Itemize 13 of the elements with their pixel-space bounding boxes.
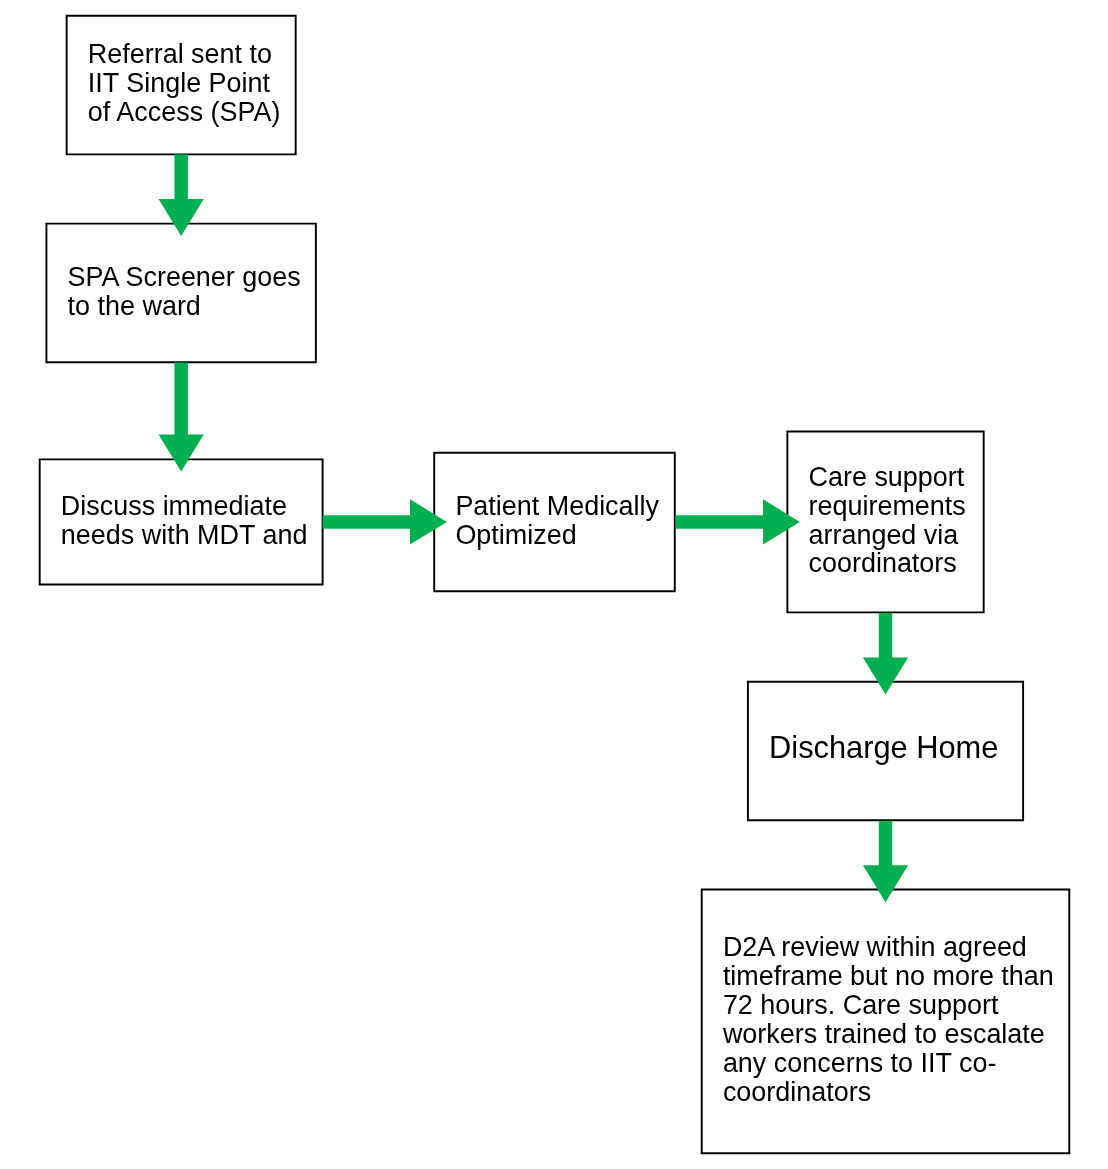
arrow (322, 499, 447, 545)
node-box: Discharge Home (746, 680, 1024, 822)
node-box: SPA Screener goes to the ward (44, 222, 317, 364)
node-box: Discuss immediate needs with MDT and (38, 458, 324, 586)
arrow (158, 154, 204, 236)
node-box: Referral sent to IIT Single Point of Access (SPA) (65, 14, 297, 156)
node-box: Care support requirements arranged via coordinators (785, 430, 985, 614)
node-box: Patient Medically Optimized (432, 451, 676, 593)
arrow (674, 499, 800, 545)
arrow (862, 820, 908, 903)
arrow (158, 362, 204, 472)
arrow (862, 612, 908, 695)
node-box: D2A review within agreed timeframe but no more than 72 hours. Care support workers trained to escalate any concerns to IIT co-coordinators (700, 888, 1070, 1155)
